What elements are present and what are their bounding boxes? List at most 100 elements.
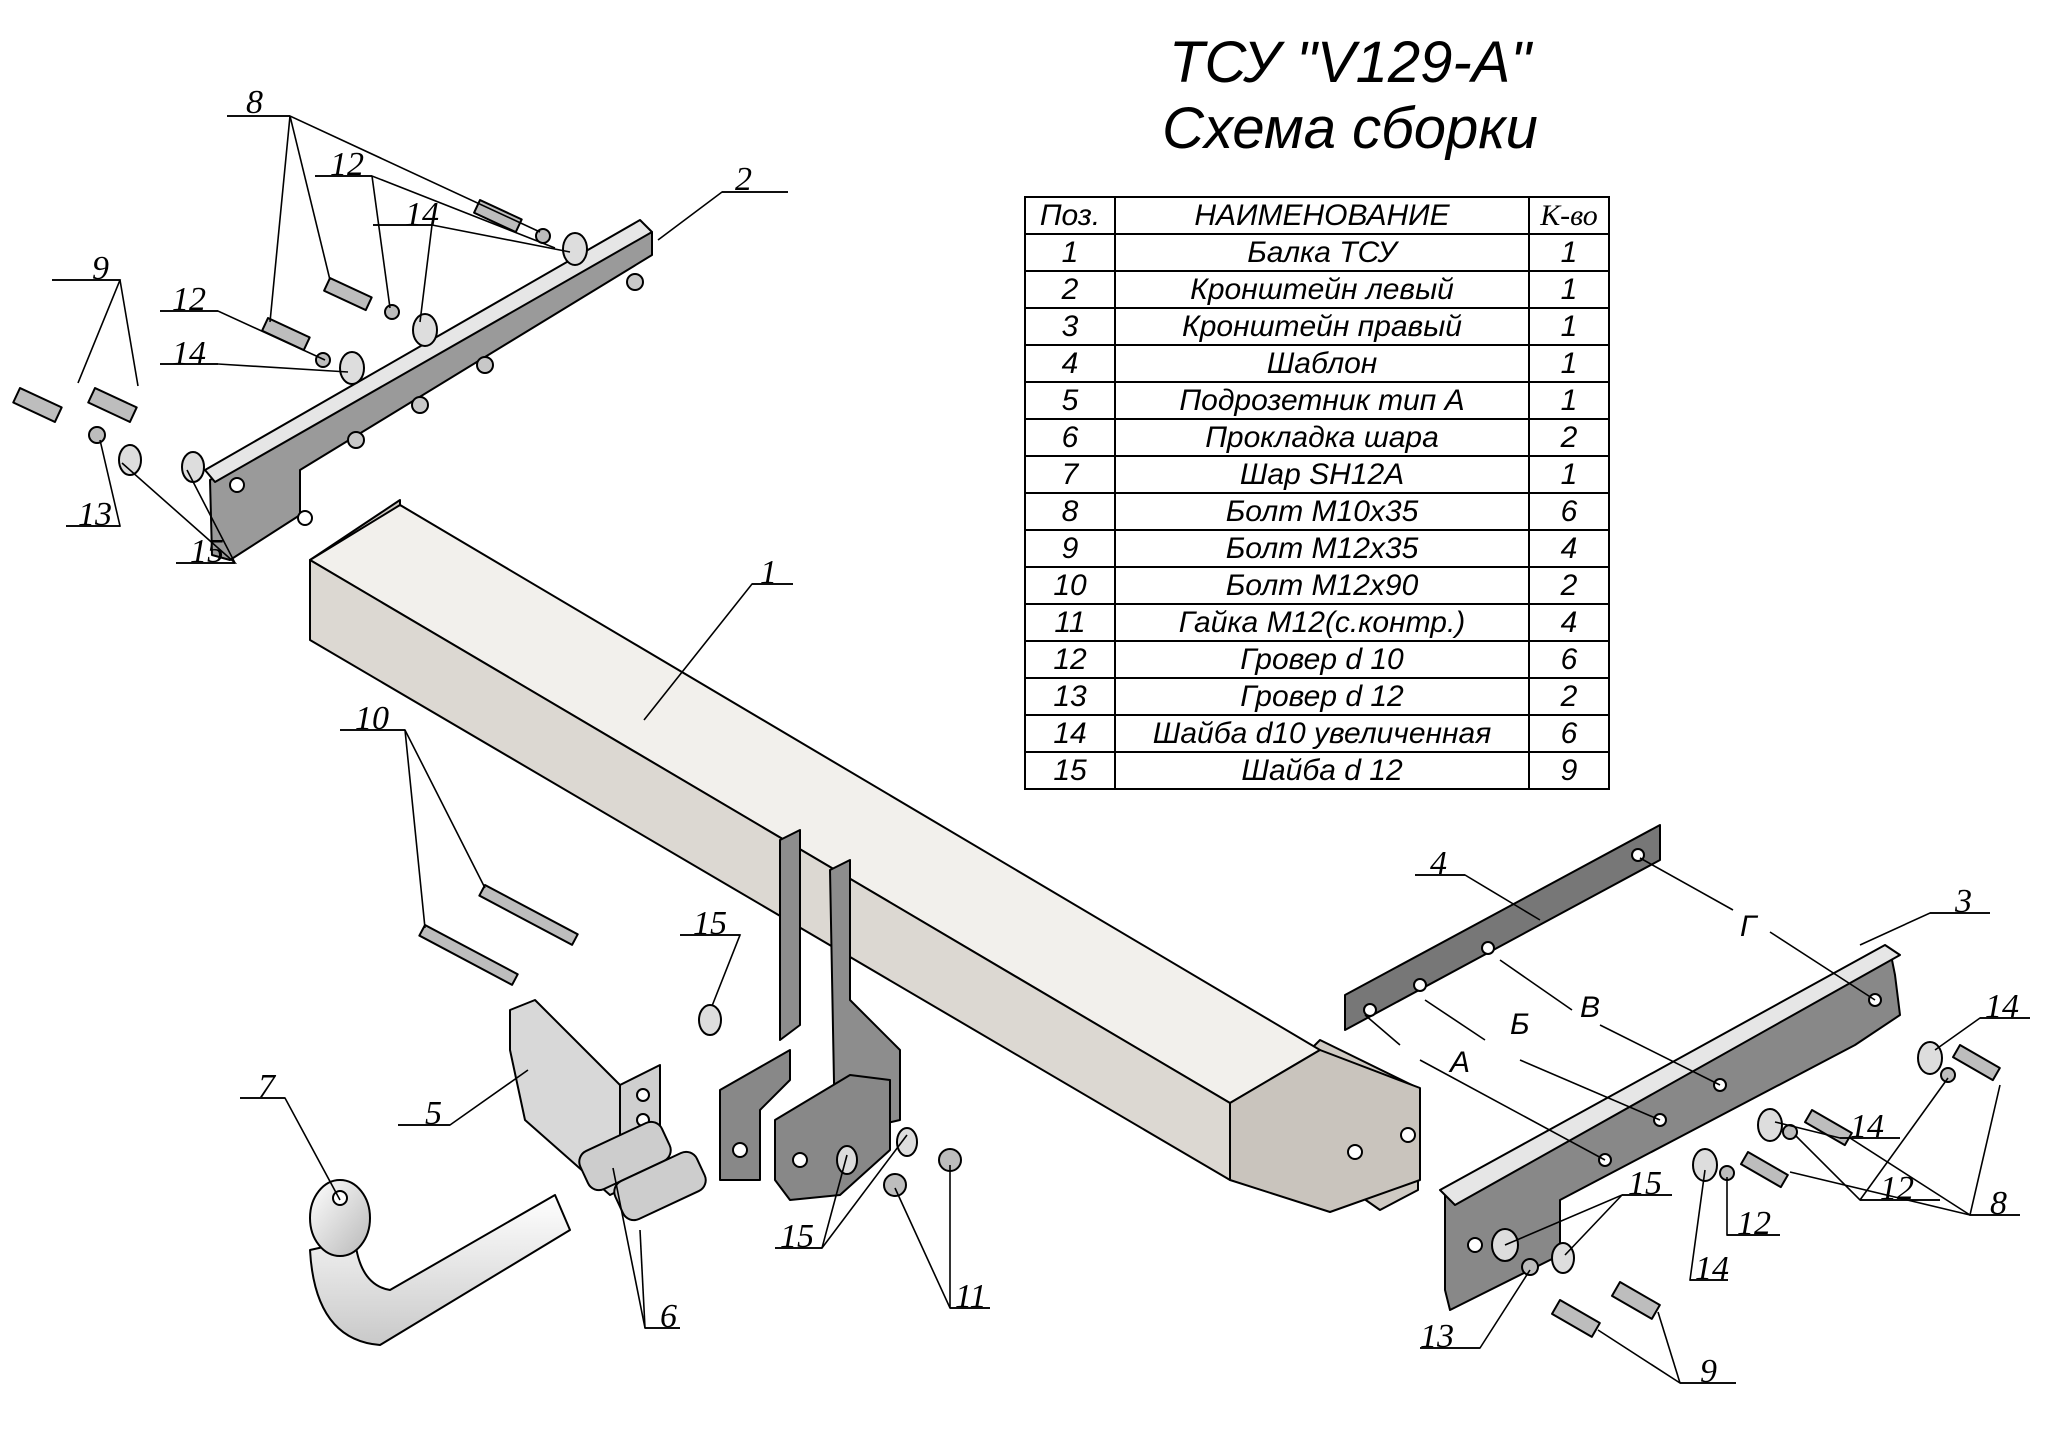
callout-6: 6: [660, 1298, 677, 1335]
callout-12: 12: [1737, 1205, 1771, 1242]
callout-8: 8: [246, 84, 263, 121]
cell-name: Шайба d 12: [1114, 751, 1530, 790]
callout-14: 14: [1985, 988, 2019, 1025]
cell-quantity: 1: [1528, 233, 1610, 272]
cell-name: Гровер d 10: [1114, 640, 1530, 679]
callout-1: 1: [760, 554, 777, 591]
cell-quantity: 1: [1528, 344, 1610, 383]
hitch-beam: [309, 499, 1421, 1213]
cell-name: Болт М12х35: [1114, 529, 1530, 568]
callout-9: 9: [1700, 1353, 1717, 1390]
callout-8: 8: [1990, 1185, 2007, 1222]
hole-label-a: А: [1450, 1046, 1471, 1079]
ball-mount-plates: [719, 1049, 891, 1201]
cell-quantity: 2: [1528, 418, 1610, 457]
callout-13: 13: [78, 496, 112, 533]
cell-quantity: 9: [1528, 751, 1610, 790]
cell-quantity: 2: [1528, 566, 1610, 605]
cell-quantity: 2: [1528, 677, 1610, 716]
callout-5: 5: [425, 1095, 442, 1132]
cell-position: 10: [1024, 566, 1116, 605]
hole-label-v: В: [1580, 991, 1601, 1024]
callout-11: 11: [955, 1278, 987, 1315]
hole-label-g: Г: [1740, 910, 1757, 943]
cell-position: 9: [1024, 529, 1116, 568]
cell-quantity: 4: [1528, 603, 1610, 642]
cell-position: 15: [1024, 751, 1116, 790]
cell-name: Подрозетник тип А: [1114, 381, 1530, 420]
left-bracket: [204, 219, 653, 561]
cell-position: 8: [1024, 492, 1116, 531]
cell-name: Гровер d 12: [1114, 677, 1530, 716]
callout-13: 13: [1420, 1318, 1454, 1355]
cell-name: Шар SH12A: [1114, 455, 1530, 494]
template-strip: [1344, 824, 1661, 1031]
callout-15: 15: [1628, 1165, 1662, 1202]
callout-12: 12: [330, 146, 364, 183]
header-quantity: К-во: [1528, 196, 1610, 235]
callout-9: 9: [92, 250, 109, 287]
callout-4: 4: [1430, 845, 1447, 882]
callout-10: 10: [355, 700, 389, 737]
cell-quantity: 1: [1528, 270, 1610, 309]
cell-quantity: 1: [1528, 455, 1610, 494]
cell-position: 5: [1024, 381, 1116, 420]
cell-name: Балка ТСУ: [1114, 233, 1530, 272]
cell-position: 7: [1024, 455, 1116, 494]
callout-12: 12: [172, 281, 206, 318]
callout-15: 15: [780, 1218, 814, 1255]
callout-14: 14: [405, 196, 439, 233]
callout-7: 7: [258, 1068, 275, 1105]
right-bracket: [1439, 944, 1901, 1311]
cell-name: Кронштейн правый: [1114, 307, 1530, 346]
hole-label-b: Б: [1510, 1008, 1530, 1041]
cell-quantity: 1: [1528, 381, 1610, 420]
parts-table-header: Поз. НАИМЕНОВАНИЕ К-во: [1024, 196, 1610, 235]
cell-quantity: 6: [1528, 640, 1610, 679]
cell-name: Болт М10х35: [1114, 492, 1530, 531]
callout-3: 3: [1955, 883, 1972, 920]
cell-quantity: 4: [1528, 529, 1610, 568]
cell-position: 1: [1024, 233, 1116, 272]
cell-position: 4: [1024, 344, 1116, 383]
cell-quantity: 6: [1528, 492, 1610, 531]
cell-position: 3: [1024, 307, 1116, 346]
ball-spacers: [578, 1120, 707, 1222]
cell-position: 12: [1024, 640, 1116, 679]
cell-position: 2: [1024, 270, 1116, 309]
callout-12: 12: [1880, 1170, 1914, 1207]
cell-position: 11: [1024, 603, 1116, 642]
header-name: НАИМЕНОВАНИЕ: [1114, 196, 1530, 235]
cell-position: 13: [1024, 677, 1116, 716]
cell-position: 14: [1024, 714, 1116, 753]
drawing-title: ТСУ "V129-A": [1169, 30, 1531, 95]
callout-14: 14: [172, 335, 206, 372]
callout-2: 2: [735, 161, 752, 198]
cell-name: Шайба d10 увеличенная: [1114, 714, 1530, 753]
tow-ball: [309, 1179, 571, 1346]
cell-quantity: 6: [1528, 714, 1610, 753]
cell-name: Гайка М12(с.контр.): [1114, 603, 1530, 642]
callout-14: 14: [1850, 1108, 1884, 1145]
cell-position: 6: [1024, 418, 1116, 457]
cell-name: Прокладка шара: [1114, 418, 1530, 457]
cell-name: Болт М12х90: [1114, 566, 1530, 605]
